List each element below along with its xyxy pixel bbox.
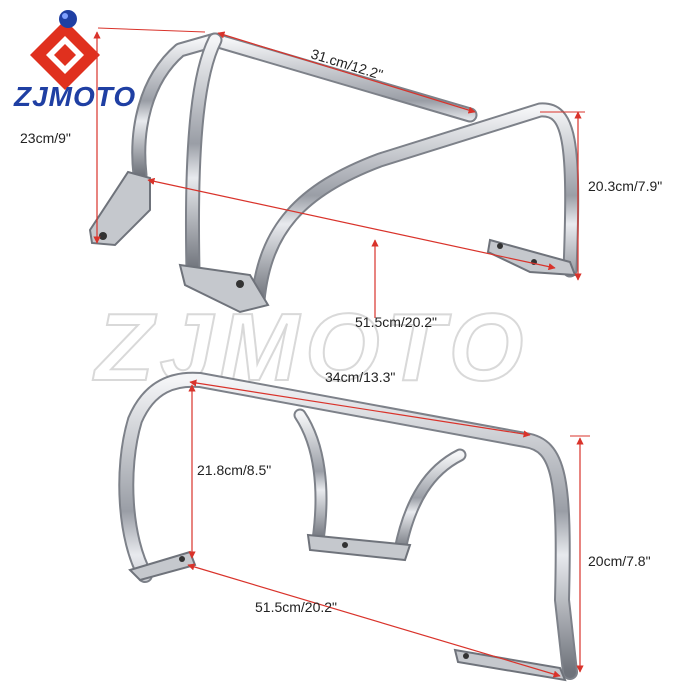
bottom-diagonal-label: 51.5cm/20.2" (255, 599, 337, 615)
brand-name: ZJMOTO (13, 81, 136, 112)
top-crash-bar (88, 32, 580, 314)
top-diagonal-line (147, 177, 556, 271)
bottom-right-height-label: 20cm/7.8" (588, 553, 651, 569)
top-length-guide (97, 27, 206, 33)
bottom-length-label: 34cm/13.3" (325, 369, 395, 385)
bottom-crash-bar (118, 371, 578, 682)
bottom-length-line (189, 379, 531, 438)
logo-emblem-icon (30, 10, 100, 90)
top-length-line (217, 31, 476, 114)
bottom-dimension-lines (187, 379, 590, 678)
brand-logo: ZJMOTO (13, 10, 136, 112)
bottom-diagonal-line (187, 563, 561, 678)
top-left-height-label: 23cm/9" (20, 130, 71, 146)
top-right-height-label: 20.3cm/7.9" (588, 178, 662, 194)
top-diagonal-label: 51.5cm/20.2" (355, 314, 437, 330)
top-dimension-lines (93, 27, 585, 318)
bottom-left-height-label: 21.8cm/8.5" (197, 462, 271, 478)
